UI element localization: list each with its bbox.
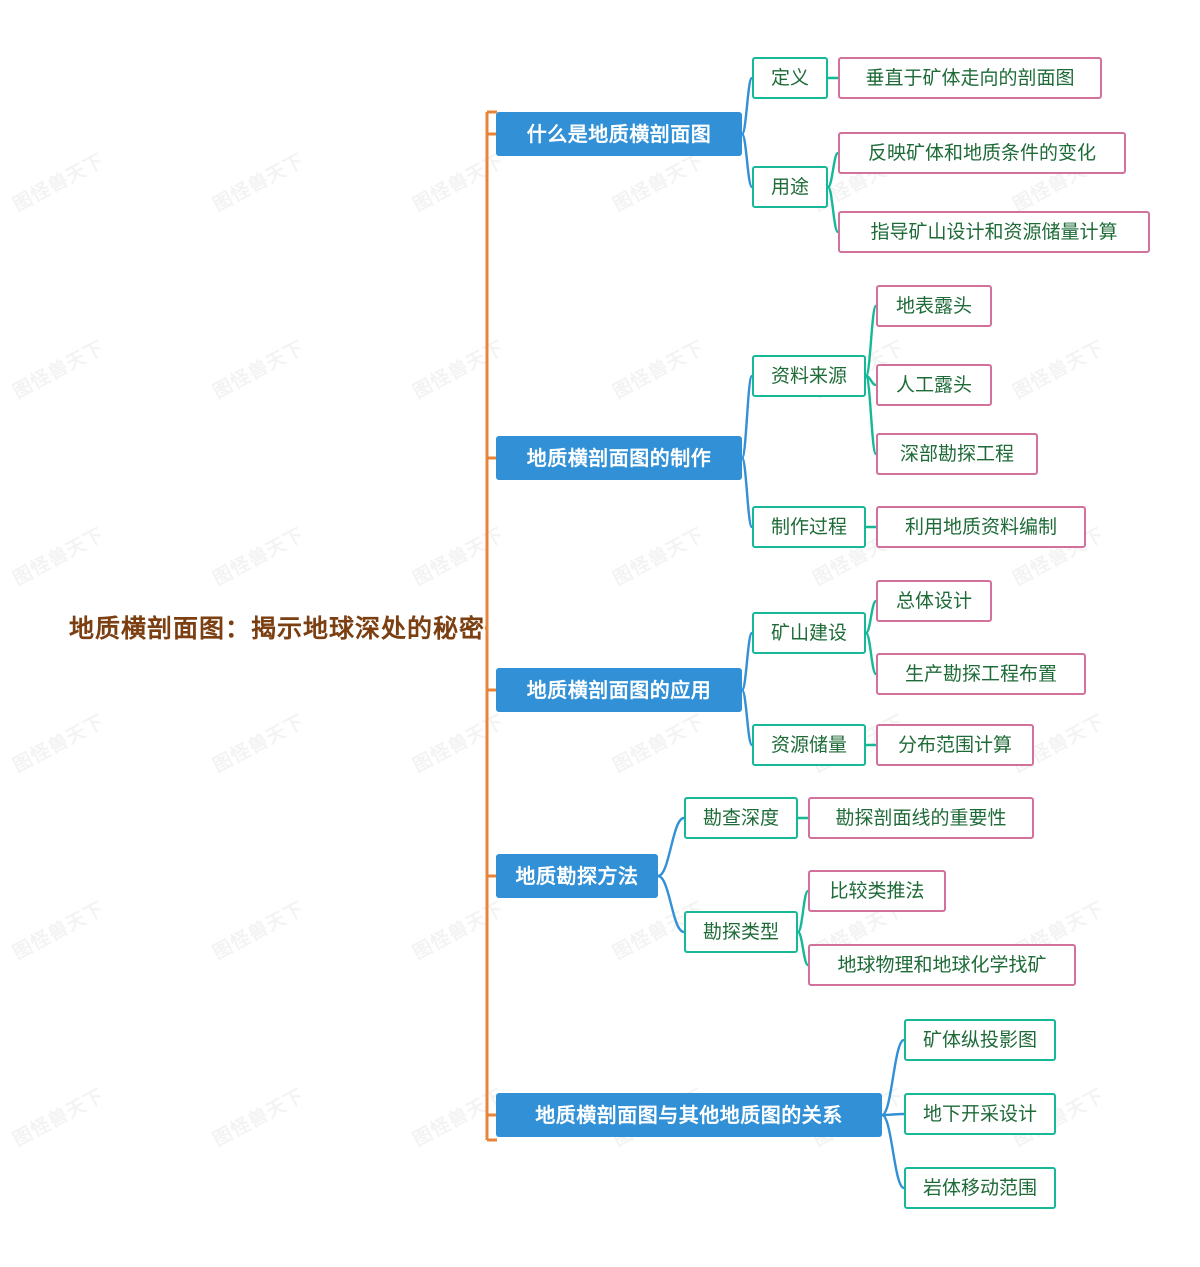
leaf-node-2-1-2[interactable]: 人工露头 <box>876 364 992 406</box>
sub-node-3-1[interactable]: 矿山建设 <box>752 612 866 654</box>
sub-node-4-2[interactable]: 勘探类型 <box>684 911 798 953</box>
node-label: 反映矿体和地质条件的变化 <box>867 141 1096 164</box>
node-label: 地质横剖面图与其他地质图的关系 <box>535 1103 843 1127</box>
node-label: 人工露头 <box>895 373 972 396</box>
node-label: 矿山建设 <box>770 621 847 644</box>
node-label: 用途 <box>770 175 809 198</box>
sub-node-4-1[interactable]: 勘查深度 <box>684 797 798 839</box>
branch-node-1[interactable]: 什么是地质横剖面图 <box>496 112 742 156</box>
node-label: 地表露头 <box>895 294 972 317</box>
node-label: 勘探类型 <box>702 920 779 943</box>
node-label: 矿体纵投影图 <box>922 1028 1037 1051</box>
node-label: 岩体移动范围 <box>922 1176 1037 1199</box>
leaf-node-4-2-2[interactable]: 地球物理和地球化学找矿 <box>808 944 1076 986</box>
node-label: 指导矿山设计和资源储量计算 <box>870 220 1118 243</box>
node-label: 资料来源 <box>770 364 847 387</box>
node-label: 定义 <box>770 66 809 89</box>
leaf-node-4-2-1[interactable]: 比较类推法 <box>808 870 946 912</box>
leaf-node-1-1-1[interactable]: 垂直于矿体走向的剖面图 <box>838 57 1102 99</box>
leaf-node-2-1-1[interactable]: 地表露头 <box>876 285 992 327</box>
leaf-node-3-1-1[interactable]: 总体设计 <box>876 580 992 622</box>
node-label: 地质横剖面图的应用 <box>526 678 712 702</box>
leaf-node-1-2-1[interactable]: 反映矿体和地质条件的变化 <box>838 132 1126 174</box>
leaf-node-4-1-1[interactable]: 勘探剖面线的重要性 <box>808 797 1034 839</box>
sub-node-3-2[interactable]: 资源储量 <box>752 724 866 766</box>
node-label: 制作过程 <box>770 515 847 538</box>
branch-node-4[interactable]: 地质勘探方法 <box>496 854 658 898</box>
leaf-node-2-2-1[interactable]: 利用地质资料编制 <box>876 506 1086 548</box>
node-label: 总体设计 <box>895 589 972 612</box>
node-label: 地球物理和地球化学找矿 <box>837 953 1047 976</box>
leaf-node-2-1-3[interactable]: 深部勘探工程 <box>876 433 1038 475</box>
node-label: 地质横剖面图：揭示地球深处的秘密 <box>68 613 485 643</box>
node-label: 生产勘探工程布置 <box>904 662 1057 685</box>
sub-node-2-1[interactable]: 资料来源 <box>752 355 866 397</box>
node-label: 什么是地质横剖面图 <box>526 122 712 146</box>
leaf-node-3-1-2[interactable]: 生产勘探工程布置 <box>876 653 1086 695</box>
leaf-node-1-2-2[interactable]: 指导矿山设计和资源储量计算 <box>838 211 1150 253</box>
sub-node-1-2[interactable]: 用途 <box>752 166 828 208</box>
leaf-node-3-2-1[interactable]: 分布范围计算 <box>876 724 1034 766</box>
sub-node-1-1[interactable]: 定义 <box>752 57 828 99</box>
sub-node-5-1[interactable]: 矿体纵投影图 <box>904 1019 1056 1061</box>
node-label: 比较类推法 <box>829 879 925 902</box>
node-label: 深部勘探工程 <box>899 442 1014 465</box>
node-label: 勘探剖面线的重要性 <box>835 806 1007 829</box>
branch-node-5[interactable]: 地质横剖面图与其他地质图的关系 <box>496 1093 882 1137</box>
sub-node-2-2[interactable]: 制作过程 <box>752 506 866 548</box>
root-title[interactable]: 地质横剖面图：揭示地球深处的秘密 <box>55 609 485 647</box>
node-label: 资源储量 <box>770 733 847 756</box>
node-label: 分布范围计算 <box>897 733 1012 756</box>
node-label: 垂直于矿体走向的剖面图 <box>865 66 1075 89</box>
node-label: 勘查深度 <box>702 806 779 829</box>
node-label: 利用地质资料编制 <box>904 515 1057 538</box>
branch-node-2[interactable]: 地质横剖面图的制作 <box>496 436 742 480</box>
node-label: 地下开采设计 <box>922 1102 1037 1125</box>
node-label: 地质横剖面图的制作 <box>526 446 712 470</box>
node-label: 地质勘探方法 <box>515 864 639 888</box>
branch-node-3[interactable]: 地质横剖面图的应用 <box>496 668 742 712</box>
sub-node-5-2[interactable]: 地下开采设计 <box>904 1093 1056 1135</box>
sub-node-5-3[interactable]: 岩体移动范围 <box>904 1167 1056 1209</box>
